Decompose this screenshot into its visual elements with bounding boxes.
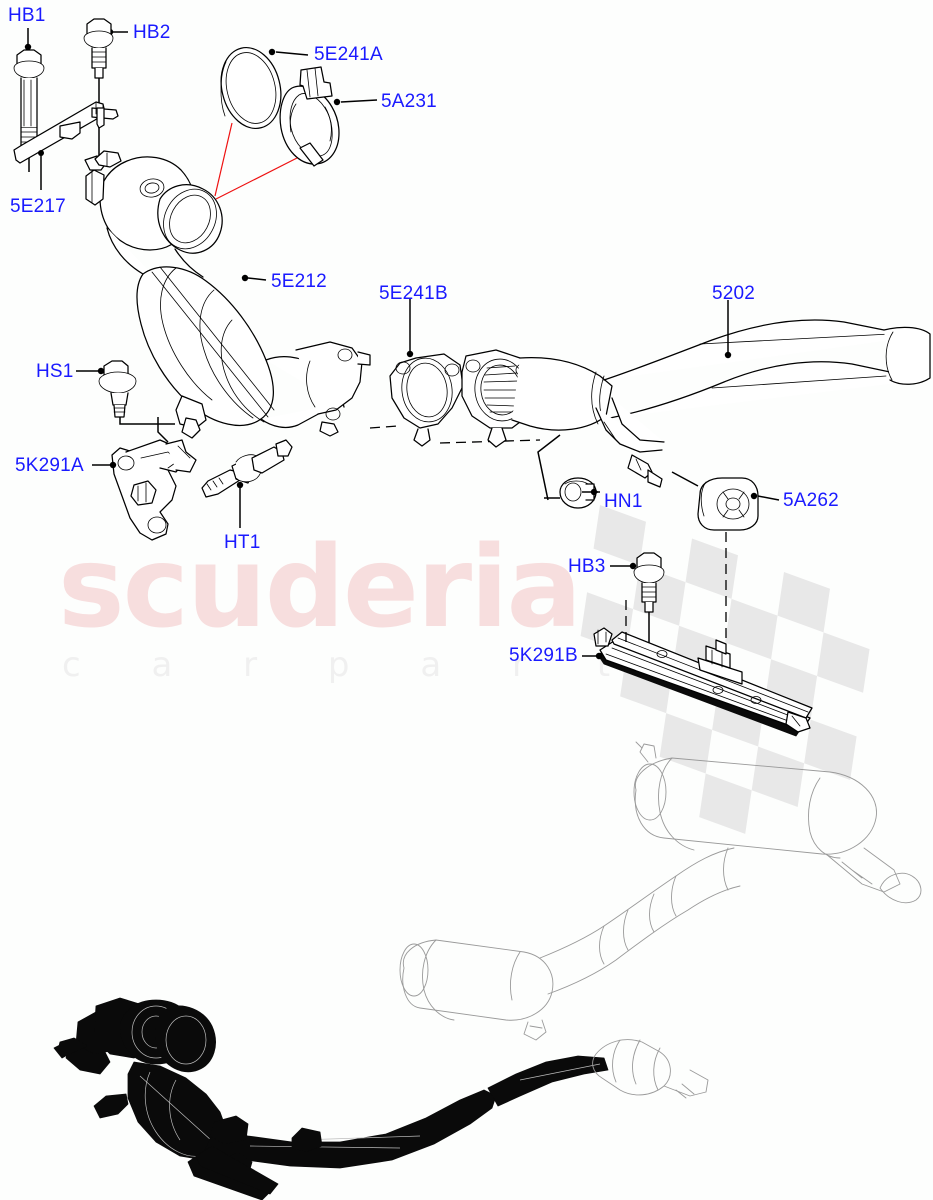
part-label-5A231[interactable]: 5A231: [381, 91, 437, 112]
part-label-5E217[interactable]: 5E217: [10, 196, 66, 217]
part-5E241A-seal-ring: [220, 46, 309, 130]
assembly-red-leader-lines: [214, 122, 298, 200]
part-label-5E241A[interactable]: 5E241A: [314, 44, 383, 65]
part-HS1-oxygen-sensor: [76, 360, 175, 425]
overview-highlighted-parts: [53, 997, 609, 1200]
part-label-5202[interactable]: 5202: [712, 283, 756, 304]
part-label-5A262[interactable]: 5A262: [783, 490, 839, 511]
overview-rear-muffler: [633, 741, 922, 904]
part-5E241B-flange-gasket: [369, 298, 541, 447]
part-label-HT1[interactable]: HT1: [224, 532, 261, 553]
part-5E212-catalytic-converter: [84, 150, 371, 439]
part-5K291A-mounting-bracket: [92, 417, 197, 541]
part-label-HS1[interactable]: HS1: [36, 361, 74, 382]
part-HB3-bolt: [610, 552, 665, 648]
overview-centre-silencer: [399, 847, 741, 1041]
watermark-tagline: c a r p a r t s: [62, 645, 729, 685]
part-label-5E241B[interactable]: 5E241B: [379, 283, 448, 304]
part-5A231-v-band-clamp: [279, 66, 378, 167]
part-label-5K291B[interactable]: 5K291B: [509, 645, 578, 666]
part-label-5E212[interactable]: 5E212: [271, 271, 327, 292]
part-HB2-bolt: [83, 18, 128, 162]
part-label-5K291A[interactable]: 5K291A: [15, 455, 84, 476]
part-HB1-bolt: [13, 28, 45, 172]
watermark-brand: scuderia: [58, 523, 582, 653]
part-label-HN1[interactable]: HN1: [604, 491, 643, 512]
part-5202-front-exhaust-pipe: [461, 300, 931, 501]
part-HT1-stud-bolt: [201, 439, 293, 528]
vehicle-exhaust-overview: [53, 741, 922, 1200]
part-label-HB2[interactable]: HB2: [133, 22, 171, 43]
part-label-HB1[interactable]: HB1: [8, 5, 46, 26]
part-HN1-nut: [544, 477, 600, 509]
part-5K291B-crossmember-bracket: [582, 600, 813, 737]
part-label-HB3[interactable]: HB3: [568, 556, 606, 577]
overview-joint-clamp: [592, 1039, 709, 1099]
part-5A262-rubber-mount: [671, 471, 780, 640]
part-5E217-heat-shield-bracket: [13, 101, 119, 190]
